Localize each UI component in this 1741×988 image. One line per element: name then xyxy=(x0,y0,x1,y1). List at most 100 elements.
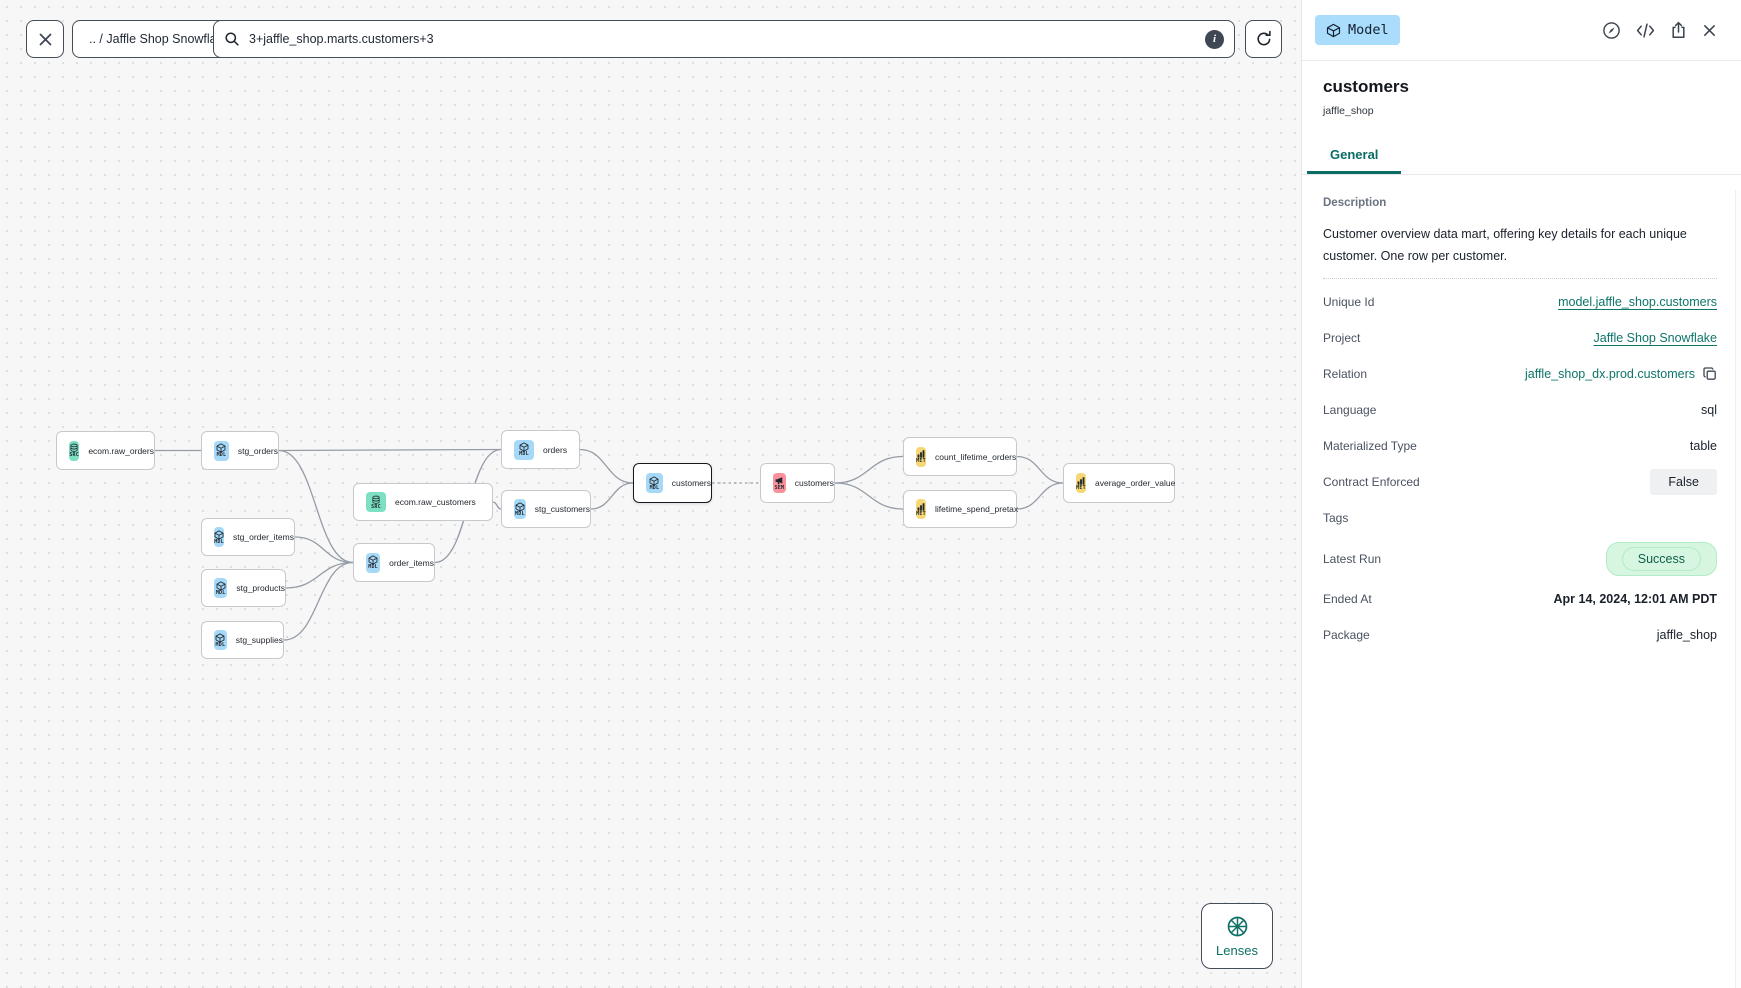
panel-header: Model xyxy=(1302,0,1741,61)
field-label: Materialized Type xyxy=(1323,439,1417,453)
search-input[interactable] xyxy=(249,32,1205,46)
node-type-mdl-icon: MDL xyxy=(214,440,229,461)
field-label: Package xyxy=(1323,628,1370,642)
close-icon xyxy=(39,33,51,45)
panel-scrollbar[interactable] xyxy=(1735,190,1741,988)
node-type-mdl-icon: MDL xyxy=(514,499,526,519)
graph-node-order-items[interactable]: MDL order_items xyxy=(353,543,435,582)
lenses-aperture-icon xyxy=(1227,916,1247,936)
description-label: Description xyxy=(1323,197,1387,209)
contract-badge: False xyxy=(1659,472,1708,492)
explore-lineage-icon[interactable] xyxy=(1602,21,1621,40)
node-type-mdl-icon: MDL xyxy=(214,527,225,547)
graph-node-stg-orders[interactable]: MDL stg_orders xyxy=(201,431,279,470)
edge-lifetime_spend_pretax-average_order_value xyxy=(1016,482,1064,510)
edge-stg_products-order_items xyxy=(285,561,354,589)
status-badge-success: Success xyxy=(1621,546,1701,571)
lenses-button[interactable]: Lenses xyxy=(1201,903,1273,969)
close-lineage-button[interactable] xyxy=(26,20,64,58)
field-label: Ended At xyxy=(1323,592,1372,606)
node-type-met-icon: MET xyxy=(916,446,926,467)
info-icon[interactable]: i xyxy=(1205,29,1224,49)
edge-customers_sem-lifetime_spend_pretax xyxy=(834,482,904,510)
field-link[interactable]: jaffle_shop_dx.prod.customers xyxy=(1524,367,1695,381)
copy-icon[interactable] xyxy=(1703,367,1717,381)
panel-tabbar: General xyxy=(1302,139,1741,175)
graph-node-ecom-raw-customers[interactable]: SRC ecom.raw_customers xyxy=(353,483,493,521)
node-label: ecom.raw_orders xyxy=(88,445,154,456)
node-type-mdl-icon: MDL xyxy=(646,473,663,493)
share-icon[interactable] xyxy=(1670,21,1687,39)
field-value: Success xyxy=(1605,541,1717,576)
details-panel: Model xyxy=(1301,0,1741,988)
field-label: Tags xyxy=(1323,511,1349,525)
edge-stg_orders-orders xyxy=(278,448,502,452)
code-icon[interactable] xyxy=(1636,22,1655,39)
graph-node-stg-products[interactable]: MDL stg_products xyxy=(201,569,286,607)
model-type-badge-label: Model xyxy=(1348,22,1389,38)
field-row-package: Package jaffle_shop xyxy=(1323,617,1717,653)
refresh-icon xyxy=(1256,30,1271,46)
divider xyxy=(1323,278,1717,279)
node-type-mdl-icon: MDL xyxy=(214,578,228,598)
node-type-src-icon: SRC xyxy=(366,492,386,512)
node-type-met-icon: MET xyxy=(916,499,926,519)
edge-stg_order_items-order_items xyxy=(294,536,354,564)
graph-node-ecom-raw-orders[interactable]: SRC ecom.raw_orders xyxy=(56,431,155,470)
field-value: Apr 14, 2024, 12:01 AM PDT xyxy=(1553,592,1718,606)
node-type-met-icon: MET xyxy=(1076,473,1086,493)
node-type-mdl-icon: MDL xyxy=(366,552,381,573)
graph-node-orders[interactable]: MDL orders xyxy=(501,430,580,469)
search-box[interactable]: i xyxy=(213,20,1235,58)
field-value: sql xyxy=(1701,403,1717,417)
node-label: count_lifetime_orders xyxy=(935,451,1017,462)
node-label: orders xyxy=(543,444,568,455)
field-row-tags: Tags xyxy=(1323,500,1717,536)
refresh-button[interactable] xyxy=(1245,20,1282,58)
field-value: jaffle_shop xyxy=(1656,628,1717,642)
field-link[interactable]: Jaffle Shop Snowflake xyxy=(1593,331,1717,345)
node-type-mdl-icon: MDL xyxy=(214,630,227,650)
node-label: ecom.raw_customers xyxy=(395,497,476,507)
field-row-relation: Relation jaffle_shop_dx.prod.customers xyxy=(1323,356,1717,392)
graph-node-stg-order-items[interactable]: MDL stg_order_items xyxy=(201,518,295,556)
field-row-ended-at: Ended At Apr 14, 2024, 12:01 AM PDT xyxy=(1323,581,1717,617)
edge-ecom.raw_customers-stg_customers xyxy=(492,501,502,510)
field-label: Project xyxy=(1323,331,1361,345)
node-label: average_order_value xyxy=(1095,478,1176,488)
graph-node-average-order-value[interactable]: MET average_order_value xyxy=(1063,463,1175,503)
field-link[interactable]: model.jaffle_shop.customers xyxy=(1558,295,1717,309)
close-panel-icon[interactable] xyxy=(1702,23,1717,38)
search-icon xyxy=(225,32,239,46)
tab-general[interactable]: General xyxy=(1307,139,1402,174)
node-label: stg_products xyxy=(236,583,285,593)
node-label: order_items xyxy=(389,557,434,568)
graph-node-count-lifetime-orders[interactable]: MET count_lifetime_orders xyxy=(903,437,1017,476)
edge-stg_customers-customers xyxy=(590,482,634,510)
field-value: False xyxy=(1650,469,1717,495)
node-label: stg_order_items xyxy=(233,532,294,542)
field-value: table xyxy=(1689,439,1717,453)
field-label: Relation xyxy=(1323,367,1368,381)
node-label: customers xyxy=(794,478,834,488)
field-value: jaffle_shop_dx.prod.customers xyxy=(1525,367,1717,381)
node-type-src-icon: SRC xyxy=(69,440,80,461)
node-label: stg_orders xyxy=(237,445,278,456)
node-type-mdl-icon: MDL xyxy=(514,439,534,460)
edge-customers_sem-count_lifetime_orders xyxy=(834,455,904,484)
edge-stg_supplies-order_items xyxy=(283,561,354,641)
panel-subtitle: jaffle_shop xyxy=(1323,105,1374,117)
model-cube-icon xyxy=(1326,23,1341,37)
edge-count_lifetime_orders-average_order_value xyxy=(1016,455,1064,484)
